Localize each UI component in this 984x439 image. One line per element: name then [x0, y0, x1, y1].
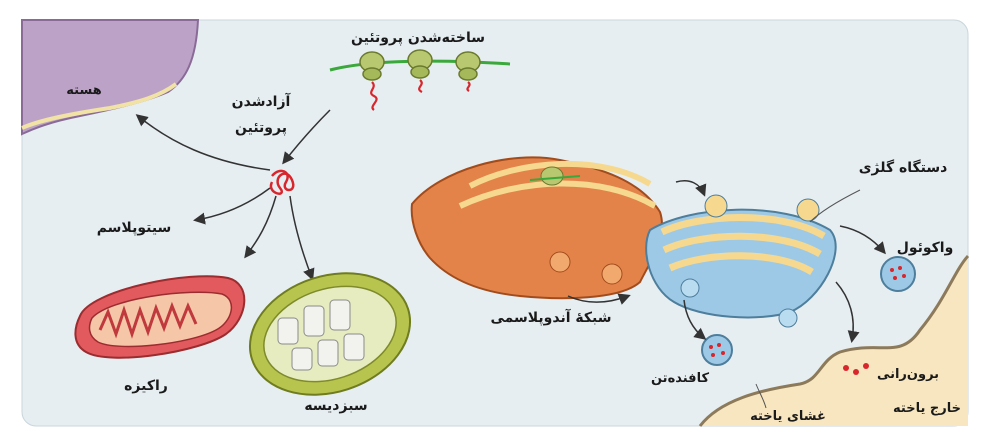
label-mitochondrion: راکیزه: [124, 378, 168, 394]
label-nucleus: هسته: [66, 83, 101, 98]
label-cytoplasm: سیتوپلاسم: [97, 220, 172, 236]
label-protein-release-1: آزادشدن: [232, 92, 292, 110]
lysosome: [702, 335, 732, 365]
label-cell-membrane: غشای یاخته: [750, 409, 826, 424]
label-protein-synthesis: ساخته‌شدن پروتئین: [351, 30, 485, 46]
vacuole: [881, 257, 915, 291]
label-endoplasmic-reticulum: شبکۀ آندوپلاسمی: [490, 308, 611, 326]
label-golgi: دستگاه گلژی: [859, 159, 948, 176]
label-vacuole: واکوئول: [897, 240, 954, 256]
label-exocytosis: برون‌رانی: [877, 367, 939, 382]
label-chloroplast: سبزدیسه: [304, 398, 367, 414]
label-protein-release-2: پروتئین: [235, 120, 287, 136]
label-outside-cell: خارج یاخته: [893, 401, 961, 416]
label-lysosome: کافنده‌تن: [651, 371, 709, 386]
